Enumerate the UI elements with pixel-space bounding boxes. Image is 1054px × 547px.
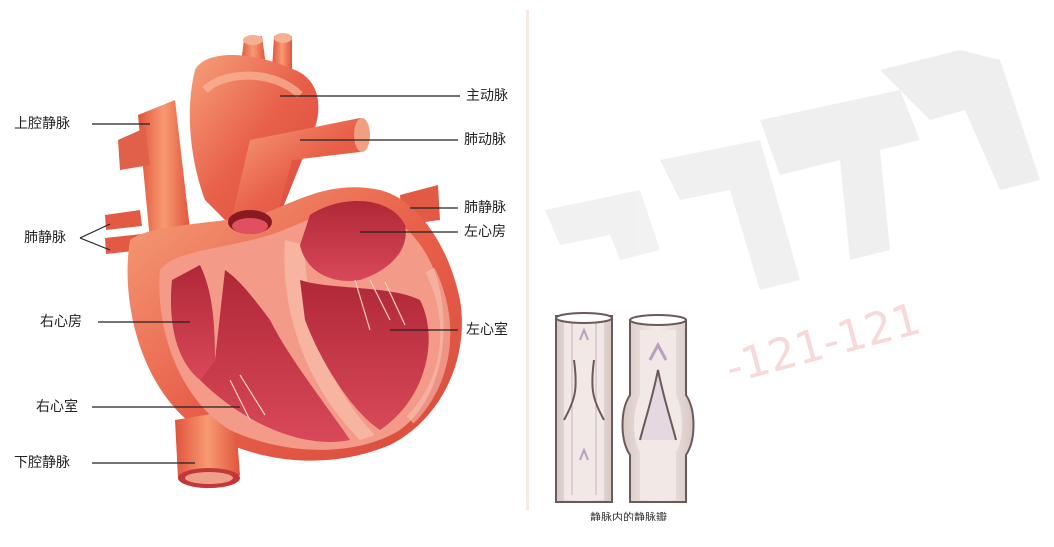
panel-divider [526,10,529,510]
label-superior-vena-cava: 上腔静脉 [14,116,70,132]
label-aorta: 主动脉 [466,88,508,104]
valve-caption: 静脉内的静脉瓣 [590,509,667,521]
watermark [545,50,1040,290]
label-right-atrium: 右心房 [40,314,82,330]
label-pulmonary-veins-left: 肺静脉 [24,230,66,246]
label-left-atrium: 左心房 [464,224,506,240]
label-left-ventricle: 左心室 [466,322,508,338]
label-inferior-vena-cava: 下腔静脉 [14,455,70,471]
label-pulmonary-artery: 肺动脉 [464,132,506,148]
vein-valve-illustration [556,313,694,502]
label-pulmonary-vein-right: 肺静脉 [464,200,506,216]
heart-illustration [105,33,462,488]
label-right-ventricle: 右心室 [36,399,78,415]
